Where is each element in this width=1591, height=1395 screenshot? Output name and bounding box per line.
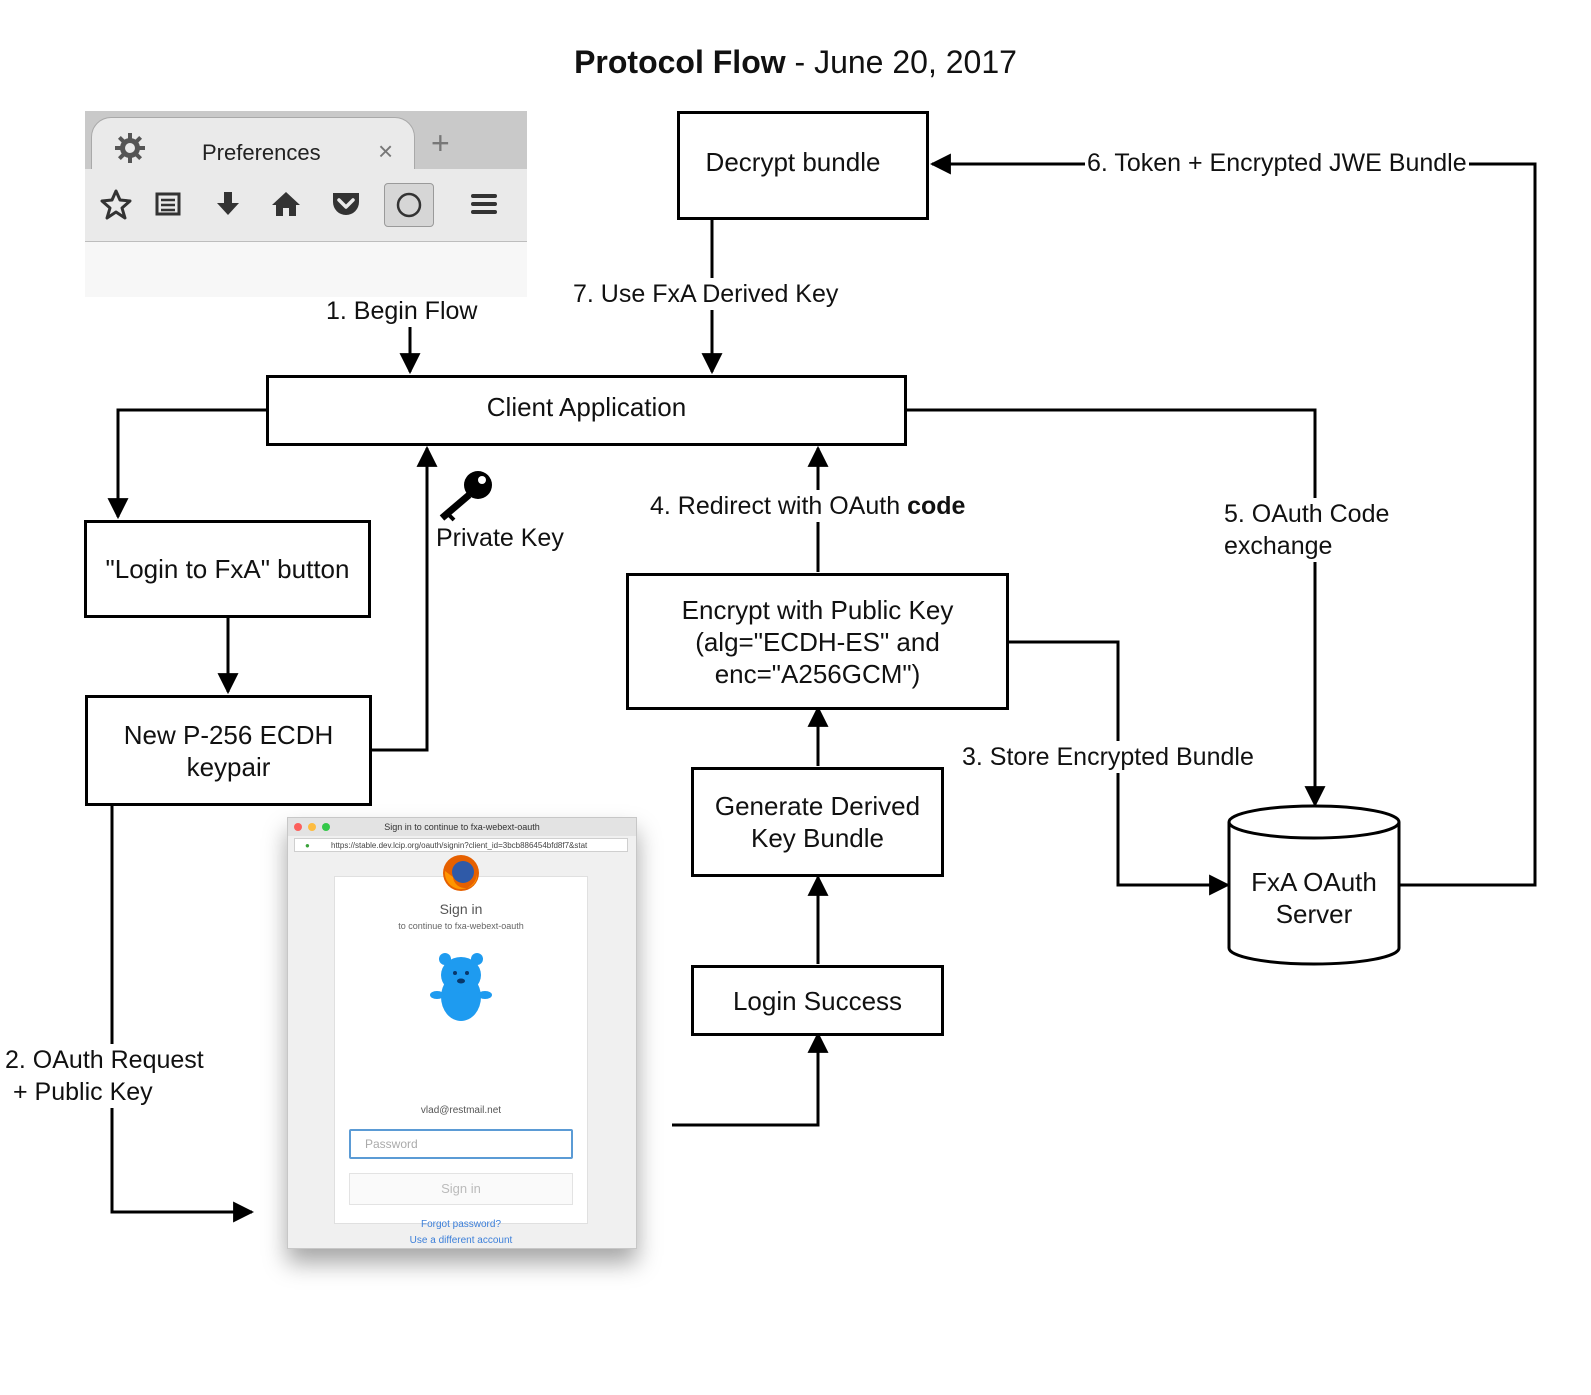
- client-application-label: Client Application: [486, 391, 687, 422]
- edge-signin-to-success: [672, 1031, 829, 1127]
- window-title: Sign in to continue to fxa-webext-oauth: [288, 818, 636, 836]
- new-tab-icon[interactable]: +: [431, 125, 450, 161]
- password-input[interactable]: Password: [349, 1129, 573, 1159]
- reading-list-icon[interactable]: [147, 183, 189, 225]
- label-redirect-code: 4. Redirect with OAuth code: [650, 490, 966, 522]
- minimize-window-icon[interactable]: [308, 823, 316, 831]
- derive-label-1: Generate Derived: [714, 791, 921, 821]
- encrypt-label-2: (alg="ECDH-ES" and: [695, 626, 940, 657]
- tab-title: Preferences: [202, 140, 321, 165]
- derive-key-box: Generate Derived Key Bundle: [691, 767, 944, 877]
- label-use-key: 7. Use FxA Derived Key: [573, 278, 839, 310]
- label-store-bundle: 3. Store Encrypted Bundle: [962, 741, 1254, 773]
- close-icon[interactable]: ×: [378, 136, 394, 166]
- star-icon[interactable]: [95, 183, 137, 225]
- signin-window: Sign in to continue to fxa-webext-oauth …: [287, 817, 637, 1249]
- signin-heading: Sign in: [439, 901, 483, 917]
- oauth-request-line-2: + Public Key: [13, 1078, 153, 1106]
- sign-in-button[interactable]: Sign in: [349, 1173, 573, 1205]
- server-cylinder: [1227, 804, 1401, 966]
- code-exchange-line-1: 5. OAuth Code: [1224, 500, 1390, 528]
- keypair-label-1: New P-256 ECDH: [123, 719, 334, 750]
- menu-icon[interactable]: [463, 183, 505, 225]
- tab-preferences[interactable]: Preferences ×: [91, 117, 415, 174]
- signin-email: vlad@restmail.net: [420, 1105, 502, 1116]
- url-bar[interactable]: ● https://stable.dev.lcip.org/oauth/sign…: [294, 838, 628, 852]
- login-success-box: Login Success: [691, 965, 944, 1036]
- url-text: https://stable.dev.lcip.org/oauth/signin…: [331, 841, 588, 850]
- login-success-label: Login Success: [732, 985, 903, 1016]
- derive-label-2: Key Bundle: [751, 823, 884, 853]
- lock-icon: ●: [305, 841, 310, 850]
- pocket-icon[interactable]: [325, 183, 367, 225]
- zoom-window-icon[interactable]: [322, 823, 330, 831]
- close-window-icon[interactable]: [294, 823, 302, 831]
- mascot-avatar-icon: [430, 953, 492, 1021]
- diagram-title: Protocol Flow - June 20, 2017: [0, 44, 1591, 81]
- oauth-request-line-1: 2. OAuth Request: [5, 1046, 204, 1074]
- encrypt-label-1: Encrypt with Public Key: [681, 594, 954, 625]
- title-bold: Protocol Flow: [574, 44, 786, 80]
- server-label: FxA OAuth Server: [1229, 866, 1399, 930]
- encrypt-label-3: enc="A256GCM"): [714, 658, 921, 689]
- decrypt-bundle-box: Decrypt bundle: [677, 111, 929, 220]
- home-icon[interactable]: [265, 183, 307, 225]
- client-application-box: Client Application: [266, 375, 907, 446]
- code-exchange-line-2: exchange: [1224, 532, 1333, 560]
- label-private-key: Private Key: [436, 522, 564, 554]
- edge-code-exchange: [907, 408, 1326, 808]
- encrypt-box: Encrypt with Public Key (alg="ECDH-ES" a…: [626, 573, 1009, 710]
- key-icon-private: [439, 471, 492, 522]
- different-account-link[interactable]: Use a different account: [409, 1235, 513, 1246]
- decrypt-bundle-label: Decrypt bundle: [705, 146, 881, 177]
- signin-subheading: to continue to fxa-webext-oauth: [398, 921, 524, 931]
- redirect-code-bold: code: [907, 492, 966, 520]
- label-begin-flow: 1. Begin Flow: [326, 295, 478, 327]
- label-code-exchange: 5. OAuth Code exchange: [1224, 498, 1390, 562]
- title-date: - June 20, 2017: [785, 44, 1017, 80]
- server-label-1: FxA OAuth: [1251, 867, 1377, 897]
- signin-card: Sign in to continue to fxa-webext-oauth …: [334, 855, 588, 1246]
- download-icon[interactable]: [207, 183, 249, 225]
- redirect-prefix: 4. Redirect with OAuth: [650, 492, 908, 520]
- forgot-password-link[interactable]: Forgot password?: [420, 1219, 502, 1230]
- browser-toolbar: Preferences × +: [85, 111, 527, 297]
- gear-icon: [115, 133, 145, 163]
- nav-bar: [85, 169, 527, 242]
- edge-client-to-login: [107, 408, 266, 520]
- login-button-label: "Login to FxA" button: [105, 554, 350, 584]
- edge-oauth-request: [110, 805, 255, 1223]
- label-token-bundle: 6. Token + Encrypted JWE Bundle: [1085, 147, 1469, 179]
- keypair-label-2: keypair: [186, 751, 271, 782]
- firefox-logo-icon: [443, 855, 479, 891]
- label-oauth-request: 2. OAuth Request + Public Key: [5, 1044, 204, 1108]
- tab-strip: Preferences × +: [85, 111, 527, 174]
- server-label-2: Server: [1275, 899, 1353, 929]
- circle-icon[interactable]: [384, 183, 434, 227]
- keypair-box: New P-256 ECDH keypair: [85, 695, 372, 806]
- edge-private-key: [371, 445, 438, 752]
- login-button-box: "Login to FxA" button: [84, 520, 371, 618]
